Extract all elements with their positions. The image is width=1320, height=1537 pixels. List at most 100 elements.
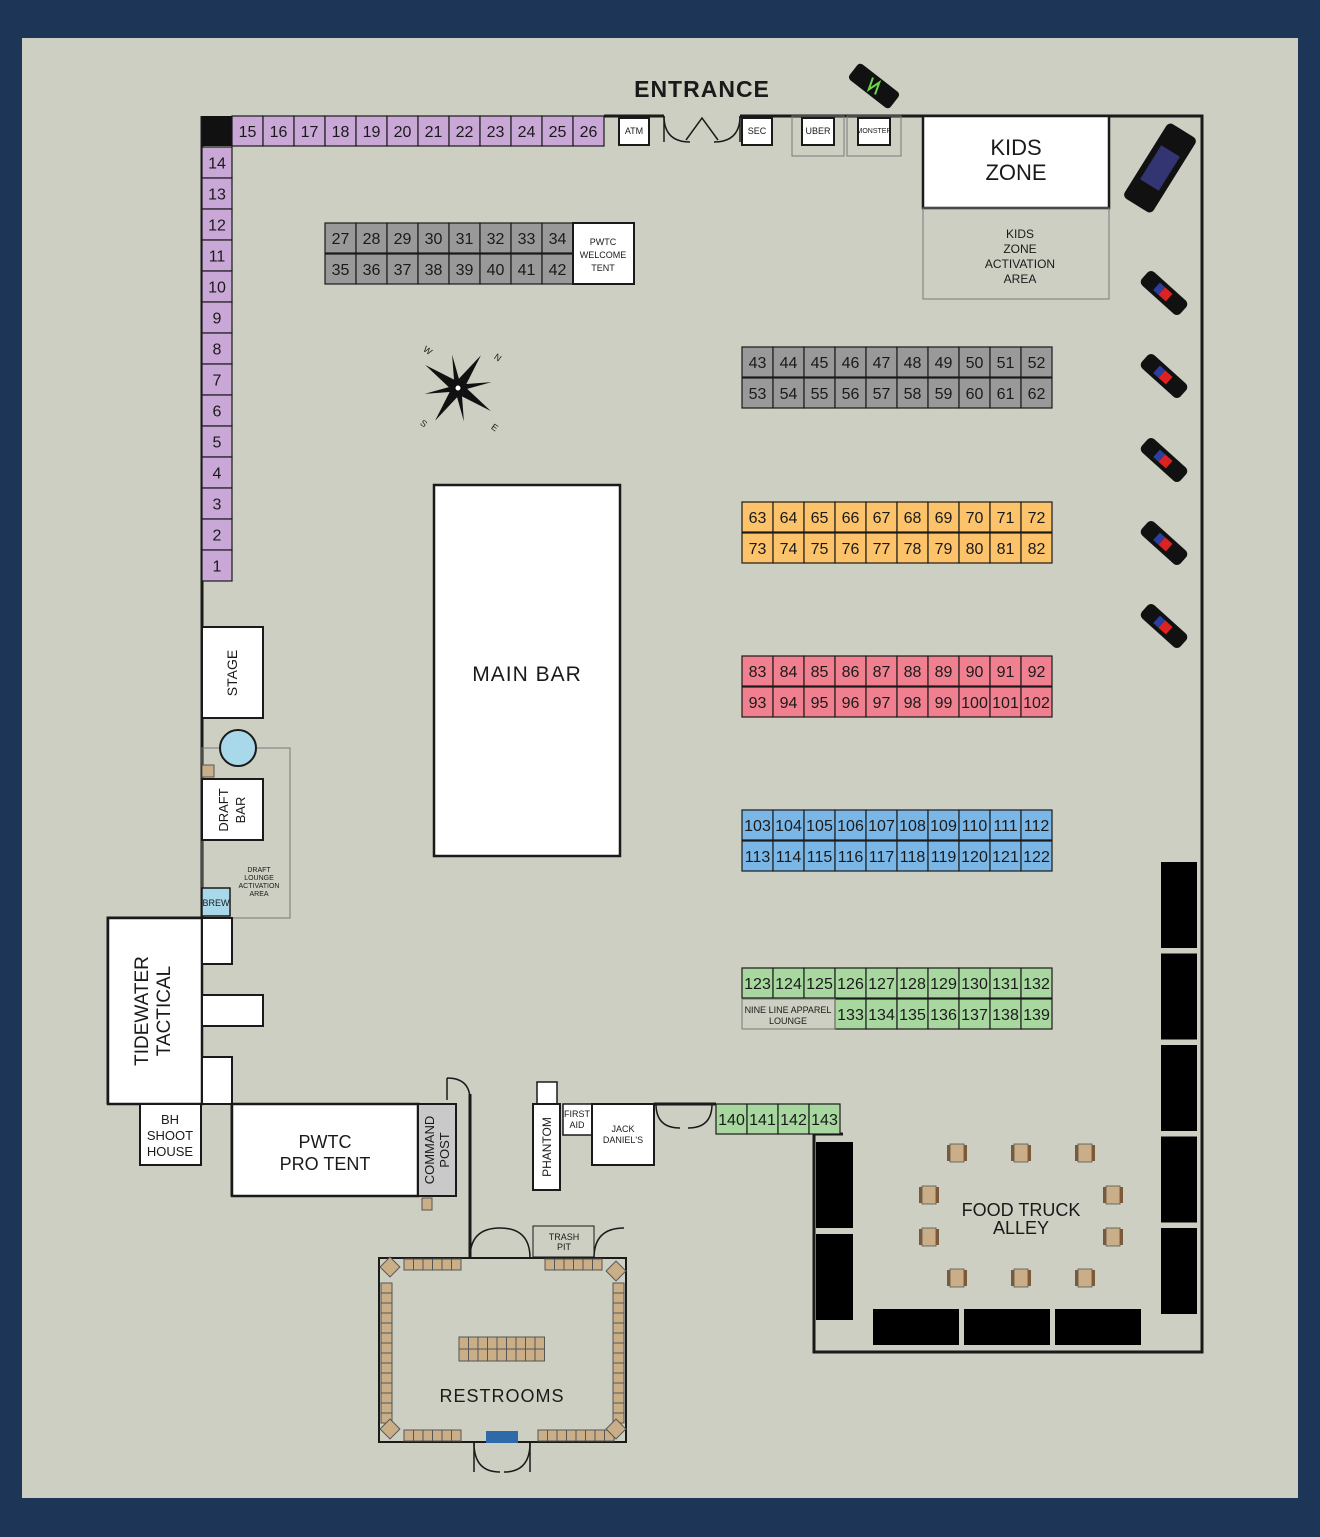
- food-truck[interactable]: [1161, 1228, 1197, 1314]
- booth[interactable]: 44: [772, 346, 805, 378]
- booth[interactable]: 3: [201, 487, 233, 520]
- booth[interactable]: 1: [201, 549, 233, 582]
- booth[interactable]: 83: [741, 655, 774, 687]
- booth[interactable]: 2: [201, 518, 233, 551]
- booth[interactable]: 125: [803, 967, 836, 999]
- booth[interactable]: 33: [510, 222, 543, 254]
- booth[interactable]: 18: [324, 115, 357, 147]
- booth[interactable]: 109: [927, 809, 960, 841]
- booth[interactable]: 110: [958, 809, 991, 841]
- booth[interactable]: 120: [958, 840, 991, 872]
- booth[interactable]: 41: [510, 253, 543, 285]
- booth[interactable]: 134: [865, 998, 898, 1030]
- booth[interactable]: 47: [865, 346, 898, 378]
- booth[interactable]: 70: [958, 501, 991, 533]
- booth[interactable]: 98: [896, 686, 929, 718]
- booth[interactable]: 117: [865, 840, 898, 872]
- booth[interactable]: 40: [479, 253, 512, 285]
- booth[interactable]: 136: [927, 998, 960, 1030]
- booth[interactable]: 92: [1020, 655, 1053, 687]
- booth[interactable]: 63: [741, 501, 774, 533]
- food-truck[interactable]: [1161, 1136, 1197, 1223]
- booth[interactable]: 46: [834, 346, 867, 378]
- booth[interactable]: 99: [927, 686, 960, 718]
- booth[interactable]: 119: [927, 840, 960, 872]
- booth[interactable]: 121: [989, 840, 1022, 872]
- booth[interactable]: 116: [834, 840, 867, 872]
- pwtc-pro-tent[interactable]: PWTC PRO TENT: [230, 1102, 420, 1198]
- monster-zone[interactable]: MONSTER: [846, 115, 902, 157]
- booth[interactable]: 45: [803, 346, 836, 378]
- booth[interactable]: 60: [958, 377, 991, 409]
- command-post[interactable]: COMMAND POST: [417, 1103, 457, 1197]
- tidewater-tactical[interactable]: TIDEWATER TACTICAL: [106, 916, 204, 1106]
- booth[interactable]: 143: [808, 1103, 841, 1135]
- booth[interactable]: 139: [1020, 998, 1053, 1030]
- booth[interactable]: 27: [324, 222, 357, 254]
- booth[interactable]: 114: [772, 840, 805, 872]
- booth[interactable]: 22: [448, 115, 481, 147]
- booth[interactable]: 107: [865, 809, 898, 841]
- booth[interactable]: 25: [541, 115, 574, 147]
- booth[interactable]: 88: [896, 655, 929, 687]
- booth[interactable]: 75: [803, 532, 836, 564]
- booth[interactable]: 112: [1020, 809, 1053, 841]
- booth[interactable]: 84: [772, 655, 805, 687]
- first-aid[interactable]: FIRST AID: [562, 1103, 593, 1136]
- booth[interactable]: 15: [231, 115, 264, 147]
- booth[interactable]: 21: [417, 115, 450, 147]
- booth[interactable]: 32: [479, 222, 512, 254]
- booth[interactable]: 7: [201, 363, 233, 396]
- booth[interactable]: 20: [386, 115, 419, 147]
- booth[interactable]: 100: [958, 686, 991, 718]
- booth[interactable]: 137: [958, 998, 991, 1030]
- bh-shoot-house[interactable]: BH SHOOT HOUSE: [139, 1103, 202, 1166]
- booth[interactable]: 106: [834, 809, 867, 841]
- draft-bar[interactable]: DRAFT BAR: [201, 778, 264, 841]
- booth[interactable]: 124: [772, 967, 805, 999]
- booth[interactable]: 9: [201, 301, 233, 334]
- booth[interactable]: 95: [803, 686, 836, 718]
- booth[interactable]: 49: [927, 346, 960, 378]
- jack-daniels-booth[interactable]: JACK DANIEL'S: [591, 1103, 655, 1166]
- booth[interactable]: 61: [989, 377, 1022, 409]
- food-truck[interactable]: [964, 1309, 1050, 1345]
- booth[interactable]: 56: [834, 377, 867, 409]
- booth[interactable]: 73: [741, 532, 774, 564]
- booth[interactable]: 103: [741, 809, 774, 841]
- booth[interactable]: 35: [324, 253, 357, 285]
- kids-zone-activation-area[interactable]: KIDS ZONE ACTIVATION AREA: [922, 207, 1110, 300]
- booth[interactable]: 34: [541, 222, 574, 254]
- booth[interactable]: 30: [417, 222, 450, 254]
- booth[interactable]: 94: [772, 686, 805, 718]
- booth[interactable]: 76: [834, 532, 867, 564]
- tidewater-bay[interactable]: [201, 994, 264, 1027]
- pwtc-welcome-tent[interactable]: PWTC WELCOME TENT: [572, 222, 635, 285]
- uber-zone[interactable]: UBER: [791, 115, 845, 157]
- food-truck[interactable]: [1161, 862, 1197, 948]
- booth[interactable]: 29: [386, 222, 419, 254]
- booth[interactable]: 36: [355, 253, 388, 285]
- booth[interactable]: 28: [355, 222, 388, 254]
- booth[interactable]: 65: [803, 501, 836, 533]
- food-truck[interactable]: [816, 1142, 853, 1228]
- booth[interactable]: 90: [958, 655, 991, 687]
- booth[interactable]: 140: [715, 1103, 748, 1135]
- booth[interactable]: 59: [927, 377, 960, 409]
- food-truck[interactable]: [816, 1234, 853, 1320]
- sec-booth[interactable]: SEC: [741, 117, 773, 146]
- booth[interactable]: 16: [262, 115, 295, 147]
- booth[interactable]: 67: [865, 501, 898, 533]
- booth[interactable]: 48: [896, 346, 929, 378]
- booth[interactable]: 89: [927, 655, 960, 687]
- booth[interactable]: 138: [989, 998, 1022, 1030]
- booth[interactable]: 135: [896, 998, 929, 1030]
- booth[interactable]: 79: [927, 532, 960, 564]
- booth[interactable]: 23: [479, 115, 512, 147]
- food-truck[interactable]: [1161, 953, 1197, 1040]
- phantom-booth[interactable]: PHANTOM: [532, 1103, 561, 1191]
- booth[interactable]: 127: [865, 967, 898, 999]
- booth[interactable]: 53: [741, 377, 774, 409]
- booth[interactable]: 58: [896, 377, 929, 409]
- booth[interactable]: 102: [1020, 686, 1053, 718]
